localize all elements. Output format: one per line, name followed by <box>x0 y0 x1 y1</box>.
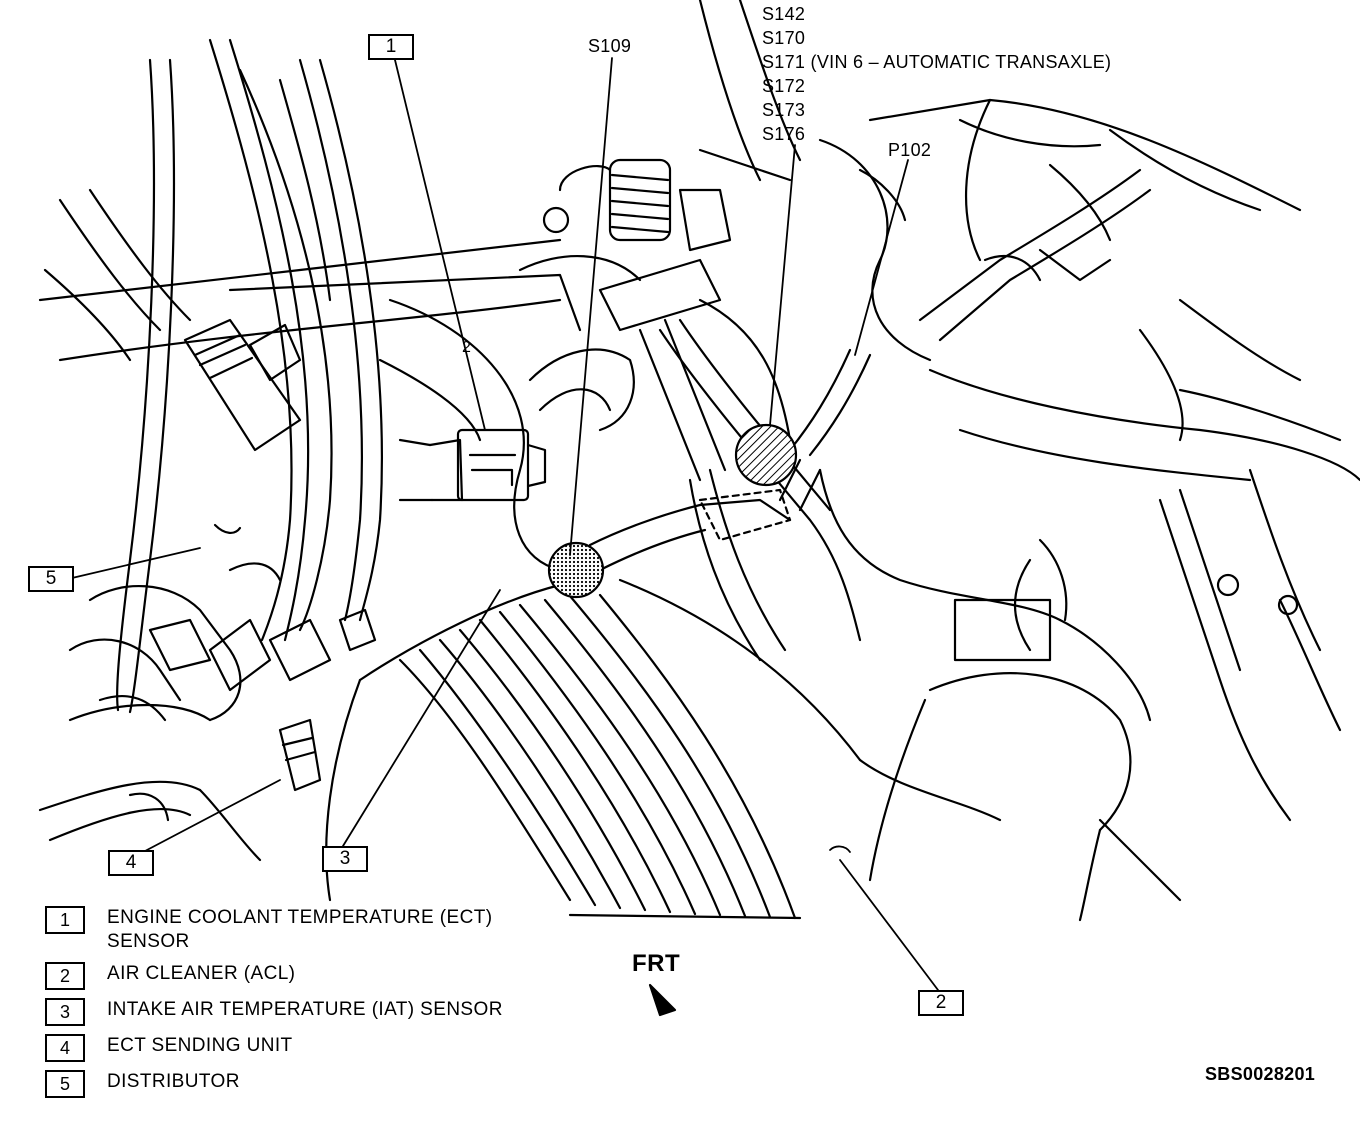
central-harness <box>588 318 872 662</box>
legend-text-line: SENSOR <box>107 931 190 952</box>
leader-lines <box>71 55 939 991</box>
legend-number: 2 <box>45 962 85 990</box>
splice-label-s109: S109 <box>588 36 632 56</box>
engine-background-lines <box>38 0 1360 652</box>
splice-label-s176: S176 <box>762 124 806 144</box>
splice-label-s142: S142 <box>762 4 806 24</box>
distributor-assembly <box>68 318 377 722</box>
callout-box-4: 4 <box>108 850 154 876</box>
legend-text: DISTRIBUTOR <box>107 1071 240 1092</box>
legend-row-5: 5 DISTRIBUTOR <box>45 1070 665 1098</box>
ect-sensor-connector <box>398 428 547 502</box>
legend-row-1: 1 ENGINE COOLANT TEMPERATURE (ECT) SENSO… <box>45 906 665 954</box>
front-direction-arrow <box>648 983 677 1017</box>
drawing-code: SBS0028201 <box>1205 1064 1316 1084</box>
legend-row-4: 4 ECT SENDING UNIT <box>45 1034 665 1062</box>
legend-number: 5 <box>45 1070 85 1098</box>
legend-text: INTAKE AIR TEMPERATURE (IAT) SENSOR <box>107 999 503 1020</box>
parts-legend: 1 ENGINE COOLANT TEMPERATURE (ECT) SENSO… <box>45 906 665 1106</box>
splice-label-s171: S171 (VIN 6 – AUTOMATIC TRANSAXLE) <box>762 52 1112 72</box>
legend-number: 1 <box>45 906 85 934</box>
legend-row-2: 2 AIR CLEANER (ACL) <box>45 962 665 990</box>
legend-text: ENGINE COOLANT TEMPERATURE (ECT) SENSOR <box>107 906 492 954</box>
splice-label-s170: S170 <box>762 28 806 48</box>
hose-number-mark: 2 <box>462 339 472 356</box>
callout-box-5: 5 <box>28 566 74 592</box>
legend-text: AIR CLEANER (ACL) <box>107 963 296 984</box>
throttle-spring <box>542 158 732 332</box>
legend-number: 4 <box>45 1034 85 1062</box>
legend-number: 3 <box>45 998 85 1026</box>
callout-box-3: 3 <box>322 846 368 872</box>
legend-text-line: ENGINE COOLANT TEMPERATURE (ECT) <box>107 907 493 928</box>
air-cleaner-housing <box>868 468 1342 922</box>
splice-s109-marker <box>547 541 605 599</box>
legend-row-3: 3 INTAKE AIR TEMPERATURE (IAT) SENSOR <box>45 998 665 1026</box>
front-direction-label: FRT <box>632 950 681 977</box>
connector-label-p102: P102 <box>888 140 932 160</box>
splice-label-s172: S172 <box>762 76 806 96</box>
callout-box-2: 2 <box>918 990 964 1016</box>
splice-s176-marker <box>734 423 798 487</box>
air-cleaner-duct <box>325 578 1002 920</box>
splice-label-s173: S173 <box>762 100 806 120</box>
callout-box-1: 1 <box>368 34 414 60</box>
lower-left-pipe <box>38 718 322 862</box>
legend-text: ECT SENDING UNIT <box>107 1035 293 1056</box>
